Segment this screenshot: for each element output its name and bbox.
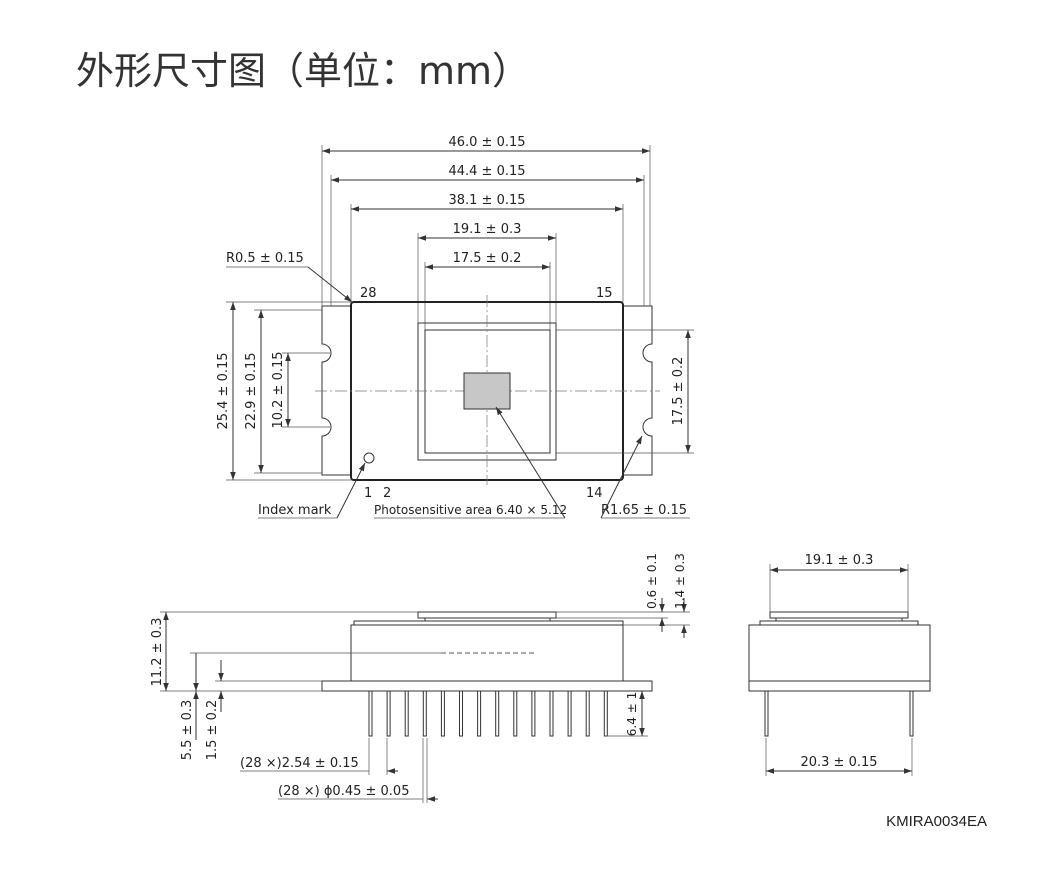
side-pin bbox=[386, 690, 391, 737]
dim-height-total: 25.4 ± 0.15 bbox=[216, 352, 231, 429]
dim-width-total: 46.0 ± 0.15 bbox=[448, 135, 525, 150]
dim-window-offset: 1.4 ± 0.3 bbox=[673, 553, 687, 609]
side-pin bbox=[459, 690, 463, 737]
side-pin bbox=[495, 690, 500, 737]
photosensitive-area-label: Photosensitive area 6.40 × 5.12 bbox=[374, 503, 567, 517]
end-body bbox=[748, 624, 931, 692]
side-pin bbox=[603, 690, 608, 737]
window-frame-inner bbox=[424, 329, 551, 454]
drawing-code: KMIRA0034EA bbox=[886, 813, 987, 830]
side-pin bbox=[440, 690, 445, 737]
photosensitive-area bbox=[463, 372, 511, 410]
dim-height-body: 22.9 ± 0.15 bbox=[244, 352, 259, 429]
left-pin-strip bbox=[321, 305, 352, 476]
height-dimensions: 25.4 ± 0.15 22.9 ± 0.15 10.2 ± 0.15 bbox=[216, 301, 352, 481]
side-pin bbox=[422, 690, 427, 737]
end-pin-right bbox=[909, 690, 914, 737]
top-view: 46.0 ± 0.15 44.4 ± 0.15 38.1 ± 0.15 19.1… bbox=[216, 135, 694, 519]
side-window-glass bbox=[417, 611, 557, 619]
side-pin bbox=[368, 690, 373, 737]
dim-window-thickness: 0.6 ± 0.1 bbox=[645, 553, 659, 609]
dim-width-body: 38.1 ± 0.15 bbox=[448, 193, 525, 208]
dim-notch-radius: R1.65 ± 0.15 bbox=[601, 503, 687, 518]
pin-number-2: 2 bbox=[383, 486, 391, 501]
right-pin-strip bbox=[622, 305, 653, 476]
end-cap bbox=[759, 620, 919, 626]
dim-base-thickness: 1.5 ± 0.2 bbox=[205, 700, 220, 761]
index-mark bbox=[363, 452, 375, 464]
end-window-glass bbox=[769, 611, 909, 619]
dim-total-height: 11.2 ± 0.3 bbox=[150, 618, 165, 687]
side-pin bbox=[549, 690, 554, 737]
pin-number-28: 28 bbox=[360, 286, 377, 301]
dim-notch-spacing: 10.2 ± 0.15 bbox=[271, 351, 286, 428]
dim-window-outer: 19.1 ± 0.3 bbox=[453, 222, 522, 237]
dim-width-pins: 44.4 ± 0.15 bbox=[448, 164, 525, 179]
pin-number-15: 15 bbox=[596, 286, 613, 301]
pin-number-14: 14 bbox=[586, 486, 603, 501]
index-mark-label: Index mark bbox=[258, 503, 332, 518]
side-pin bbox=[531, 690, 536, 737]
end-pin-left bbox=[764, 690, 769, 737]
side-pin bbox=[567, 690, 572, 737]
side-pin bbox=[404, 690, 409, 737]
side-view: 11.2 ± 0.3 5.5 ± 0.3 1.5 ± 0.2 0.6 ± 0.1… bbox=[150, 553, 690, 803]
side-pin bbox=[477, 690, 482, 737]
dim-sensor-height: 5.5 ± 0.3 bbox=[180, 700, 195, 761]
dim-window-height: 17.5 ± 0.2 bbox=[671, 357, 686, 426]
side-base bbox=[321, 680, 653, 692]
width-dimensions: 46.0 ± 0.15 44.4 ± 0.15 38.1 ± 0.15 19.1… bbox=[321, 135, 651, 330]
dim-pin-length: 6.4 ± 1 bbox=[625, 692, 639, 736]
pin-number-1: 1 bbox=[364, 486, 372, 501]
dim-end-window-width: 19.1 ± 0.3 bbox=[805, 553, 874, 568]
side-pins bbox=[368, 690, 608, 737]
side-pin bbox=[513, 690, 518, 737]
dim-pin-pitch: (28 ×)2.54 ± 0.15 bbox=[240, 756, 359, 771]
dim-window-inner: 17.5 ± 0.2 bbox=[453, 251, 522, 266]
side-pin bbox=[585, 690, 590, 737]
page-title: 外形尺寸图（单位：mm） bbox=[76, 49, 531, 93]
side-cap bbox=[353, 620, 624, 626]
dim-pin-diameter: (28 ×) ϕ0.45 ± 0.05 bbox=[278, 784, 409, 799]
dim-row-spacing: 20.3 ± 0.15 bbox=[800, 755, 877, 770]
dim-corner-radius: R0.5 ± 0.15 bbox=[226, 251, 304, 266]
end-view: 19.1 ± 0.3 20.3 ± 0.15 bbox=[748, 553, 931, 776]
